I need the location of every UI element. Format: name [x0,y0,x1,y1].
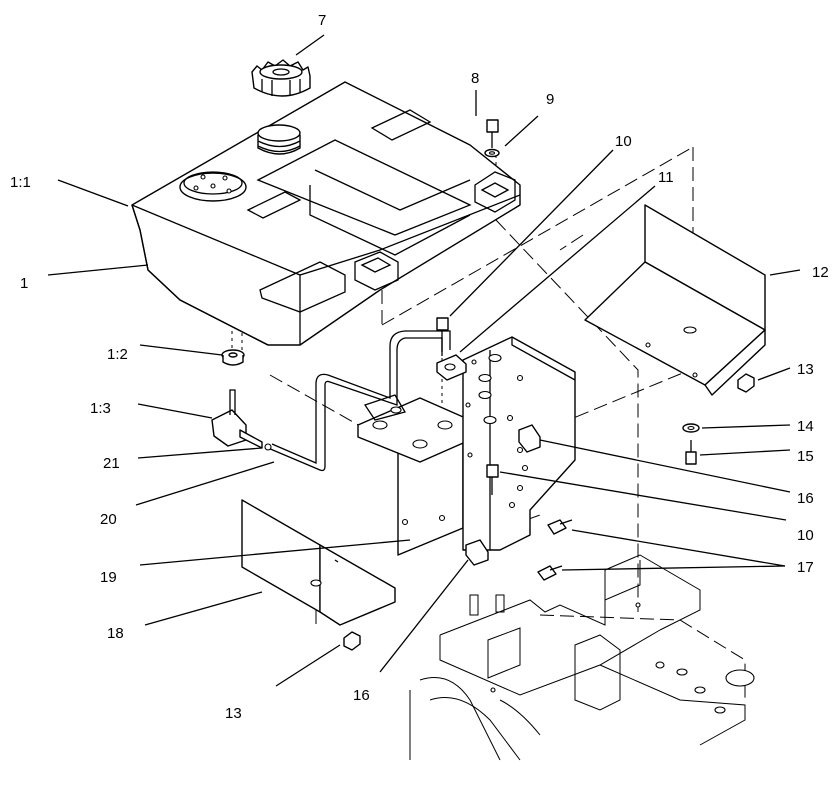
callout-8: 8 [471,70,479,87]
fuel-line [267,330,451,472]
shutoff-valve [211,389,272,451]
bolt-15 [685,440,697,465]
callout-1-2: 1:2 [107,346,128,363]
bolt-8 [486,119,499,148]
washer-14 [682,423,700,433]
callout-10-upper: 10 [615,133,632,150]
callout-13-lower: 13 [225,705,242,722]
grommet [221,349,245,366]
callout-10-lower: 10 [797,527,814,544]
bolt-10-lower [486,464,499,495]
callout-1-3: 1:3 [90,400,111,417]
callout-14: 14 [797,418,814,435]
callout-11: 11 [658,169,674,186]
callout-15: 15 [797,448,814,465]
bolt-17-upper [547,519,573,535]
callout-13-right: 13 [797,361,814,378]
nut-13-right [737,373,755,393]
cover-plate [241,499,396,626]
clamp [436,354,467,381]
callout-19: 19 [100,569,117,586]
callout-7: 7 [318,12,326,29]
nut-13-lower [343,631,361,651]
callout-12: 12 [812,264,829,281]
frame-chassis [409,554,755,761]
heat-shield [584,204,766,396]
washer-9 [484,148,500,158]
callout-18: 18 [107,625,124,642]
filler-neck [257,124,301,155]
callout-17: 17 [797,559,814,576]
callout-1: 1 [20,275,28,292]
bolt-10-upper [436,317,449,352]
bracket-16-lower [465,539,489,566]
leader-lines [47,34,801,687]
callout-20: 20 [100,511,117,528]
fuel-tank [131,81,521,346]
callout-16-right: 16 [797,490,814,507]
callout-labels: 7 8 9 10 11 1:1 1 12 1:2 13 1:3 14 21 15… [10,12,829,722]
callout-1-1: 1:1 [10,174,31,191]
bolt-17-lower [537,565,563,581]
bracket-16-upper [518,424,541,453]
tank-bracket [357,397,471,556]
fuel-cap [251,59,311,97]
callout-16-lower: 16 [353,687,370,704]
callout-21: 21 [103,455,120,472]
callout-9: 9 [546,91,554,108]
